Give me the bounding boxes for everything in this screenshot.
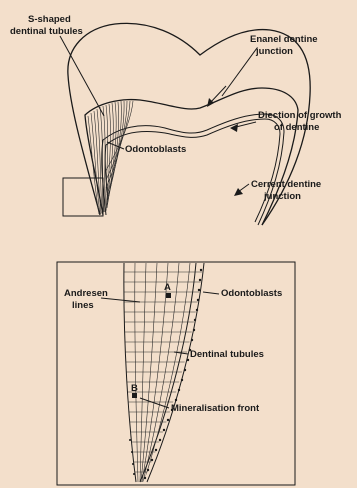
svg-text:S-shaped: S-shaped — [28, 14, 71, 25]
svg-text:Odontoblasts: Odontoblasts — [125, 144, 186, 155]
inset-enlarged-panel: A B Andresen lines Odontoblasts Dentinal… — [57, 262, 295, 485]
growth-arrow — [207, 86, 226, 107]
svg-text:Odontoblasts: Odontoblasts — [221, 288, 282, 299]
svg-text:A: A — [164, 282, 171, 293]
svg-text:dentinal tubules: dentinal tubules — [10, 26, 83, 37]
label-andresen-lines: Andresen lines — [64, 288, 140, 311]
svg-text:Enanel dentine: Enanel dentine — [250, 34, 318, 45]
label-odontoblasts-bottom: Odontoblasts — [203, 288, 282, 299]
label-s-shaped-tubules: S-shaped dentinal tubules — [10, 14, 104, 116]
svg-text:junction: junction — [255, 46, 293, 57]
svg-text:B: B — [131, 383, 138, 394]
svg-text:lines: lines — [72, 300, 94, 311]
svg-text:Cerrent dentine: Cerrent dentine — [251, 179, 321, 190]
dentine-growth-line — [105, 119, 280, 222]
odontoblast-cells — [144, 269, 202, 479]
svg-text:Andresen: Andresen — [64, 288, 108, 299]
svg-text:Mineralisation front: Mineralisation front — [171, 403, 260, 414]
label-enamel-dentine-junction: Enanel dentine junction — [222, 34, 318, 96]
svg-text:of dentine: of dentine — [274, 122, 319, 133]
svg-text:junction: junction — [263, 191, 301, 202]
svg-text:Diection of growth: Diection of growth — [258, 110, 342, 121]
point-b-marker: B — [131, 383, 138, 398]
point-a-marker: A — [164, 282, 171, 298]
svg-text:Dentinal tubules: Dentinal tubules — [190, 349, 264, 360]
dentine-wedge — [110, 263, 220, 482]
current-dentine-junction-line — [102, 114, 284, 225]
label-current-dentine-junction: Cerrent dentine junction — [234, 179, 321, 202]
